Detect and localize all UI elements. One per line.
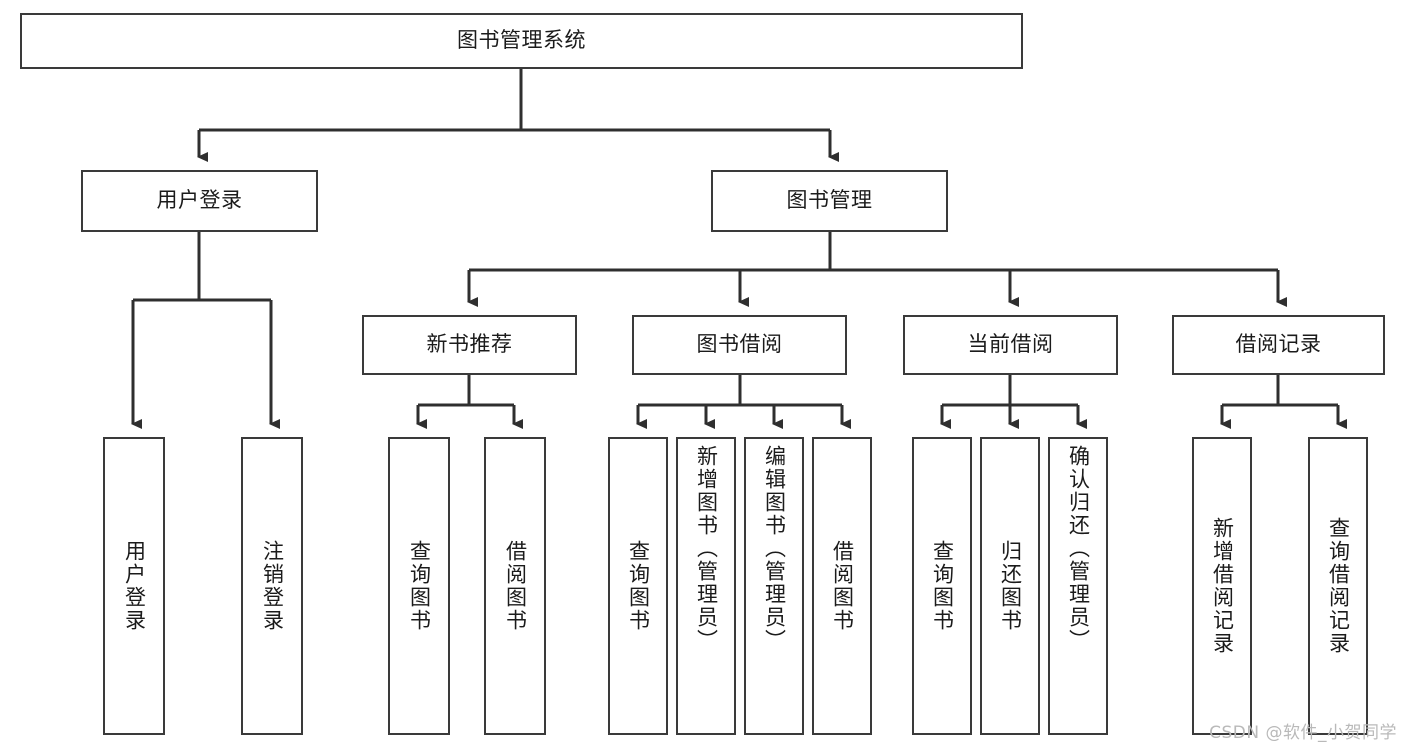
node-label: 借阅图书	[830, 540, 855, 632]
node-label: 借阅图书	[503, 540, 528, 632]
node-label: 新增图书（管理员）	[694, 445, 719, 652]
node-label: 用户登录	[122, 540, 147, 632]
leaf-borrow-record-add-record[interactable]: 新增借阅记录	[1192, 437, 1252, 735]
leaf-new-book-borrow-book[interactable]: 借阅图书	[484, 437, 546, 735]
node-label: 新书推荐	[426, 332, 513, 357]
leaf-current-borrow-return-book[interactable]: 归还图书	[980, 437, 1040, 735]
leaf-new-book-query-book[interactable]: 查询图书	[388, 437, 450, 735]
node-label: 查询图书	[626, 540, 651, 632]
node-book-borrow[interactable]: 图书借阅	[632, 315, 847, 375]
node-label: 查询图书	[407, 540, 432, 632]
leaf-current-borrow-query-book[interactable]: 查询图书	[912, 437, 972, 735]
leaf-user-login-logout[interactable]: 注销登录	[241, 437, 303, 735]
leaf-borrow-record-query-record[interactable]: 查询借阅记录	[1308, 437, 1368, 735]
leaf-user-login-login[interactable]: 用户登录	[103, 437, 165, 735]
node-root-book-management-system[interactable]: 图书管理系统	[20, 13, 1023, 69]
node-label: 图书管理	[786, 188, 873, 213]
node-label: 编辑图书（管理员）	[762, 445, 787, 652]
node-book-management[interactable]: 图书管理	[711, 170, 948, 232]
node-label: 确认归还（管理员）	[1066, 445, 1091, 652]
node-label: 新增借阅记录	[1210, 517, 1235, 655]
node-label: 借阅记录	[1235, 332, 1322, 357]
leaf-book-borrow-edit-book-admin[interactable]: 编辑图书（管理员）	[744, 437, 804, 735]
node-label: 用户登录	[156, 188, 243, 213]
node-label: 归还图书	[998, 540, 1023, 632]
node-new-book-recommend[interactable]: 新书推荐	[362, 315, 577, 375]
leaf-book-borrow-borrow-book[interactable]: 借阅图书	[812, 437, 872, 735]
node-user-login[interactable]: 用户登录	[81, 170, 318, 232]
node-label: 图书借阅	[696, 332, 783, 357]
node-label: 查询借阅记录	[1326, 517, 1351, 655]
leaf-book-borrow-add-book-admin[interactable]: 新增图书（管理员）	[676, 437, 736, 735]
node-label: 查询图书	[930, 540, 955, 632]
node-label: 图书管理系统	[457, 28, 586, 53]
leaf-current-borrow-confirm-return-admin[interactable]: 确认归还（管理员）	[1048, 437, 1108, 735]
node-label: 当前借阅	[967, 332, 1054, 357]
leaf-book-borrow-query-book[interactable]: 查询图书	[608, 437, 668, 735]
node-borrow-record[interactable]: 借阅记录	[1172, 315, 1385, 375]
node-label: 注销登录	[260, 540, 285, 632]
node-current-borrow[interactable]: 当前借阅	[903, 315, 1118, 375]
